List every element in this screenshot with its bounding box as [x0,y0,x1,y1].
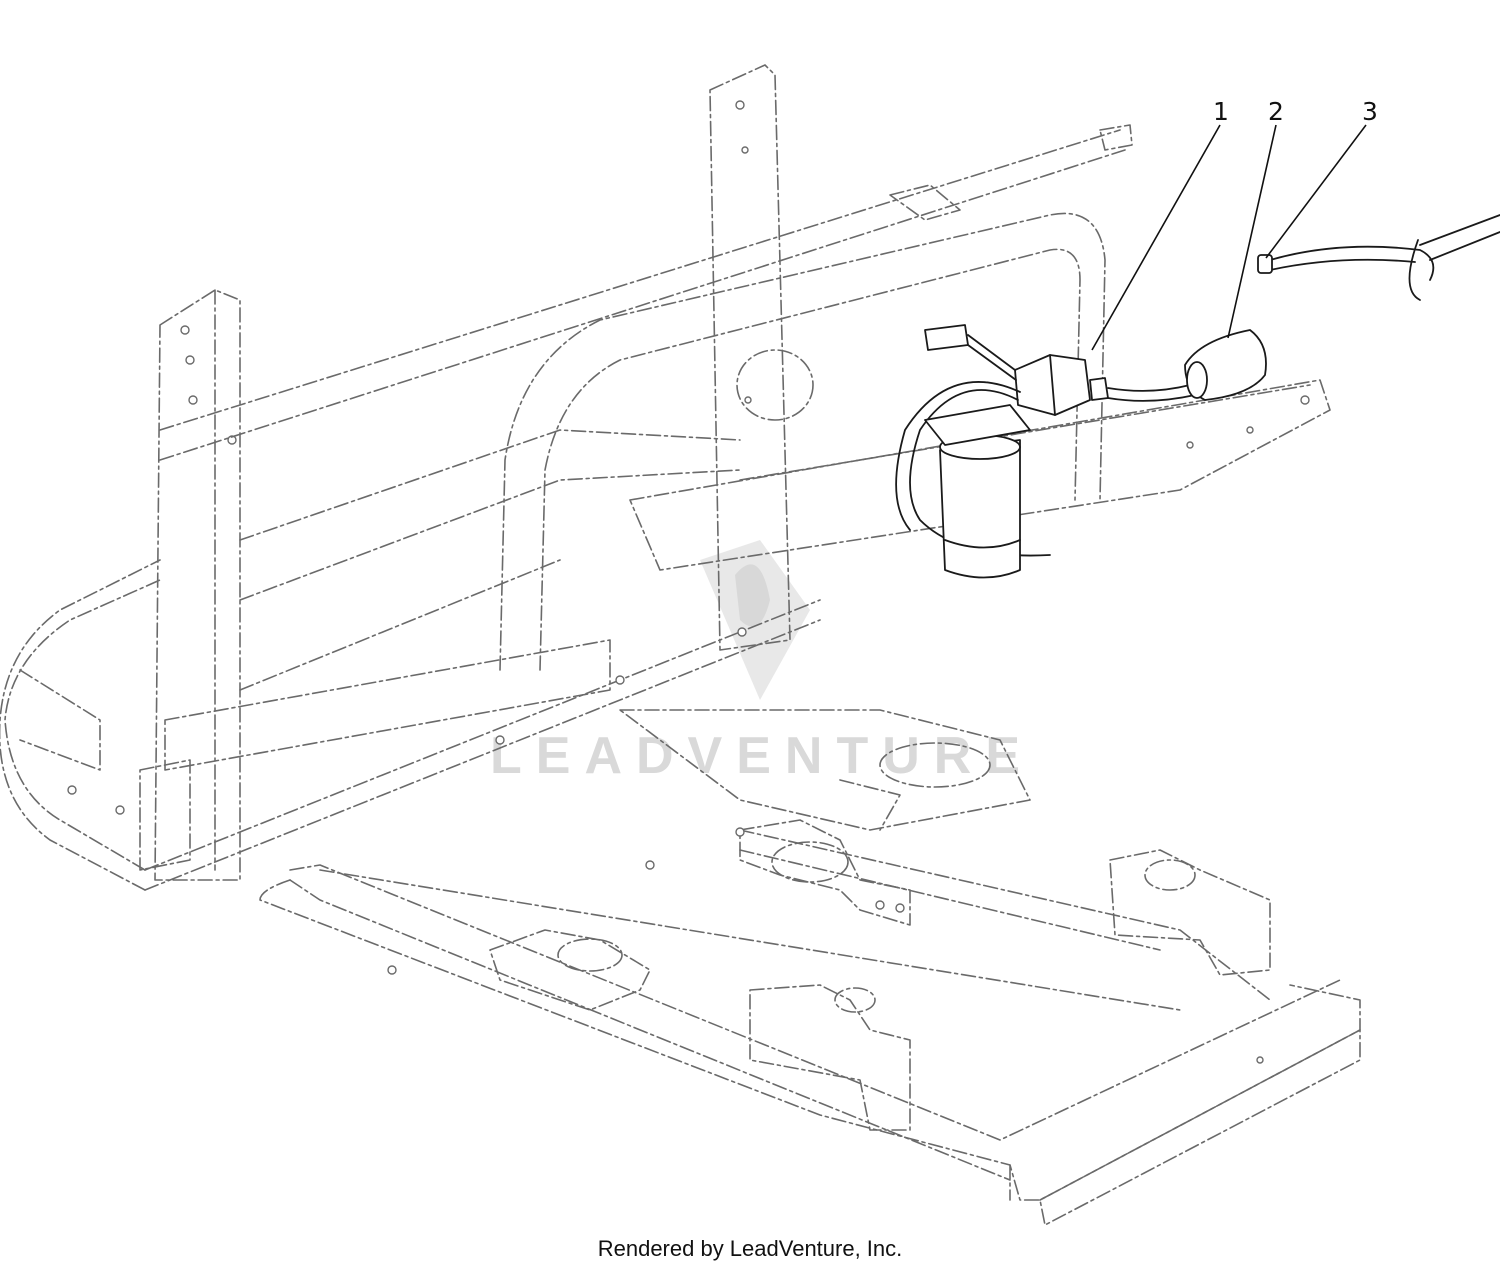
footer-credit: Rendered by LeadVenture, Inc. [597,1236,903,1261]
fuel-system-parts [895,214,1500,579]
fuel-pump [924,324,1109,416]
callout-1-label: 1 [1213,97,1229,126]
fuel-filter [1184,329,1267,401]
hose-clamp [1257,254,1273,274]
callout-2-label: 2 [1268,97,1284,126]
callout-3: 3 [1265,97,1378,259]
watermark-text: LEADVENTURE [490,727,1034,785]
callout-1: 1 [1091,97,1229,351]
fuel-lines [895,214,1500,557]
fuel-canister [924,404,1031,579]
watermark: LEADVENTURE [490,540,1034,785]
callout-2: 2 [1227,97,1284,339]
callout-3-label: 3 [1362,97,1378,126]
